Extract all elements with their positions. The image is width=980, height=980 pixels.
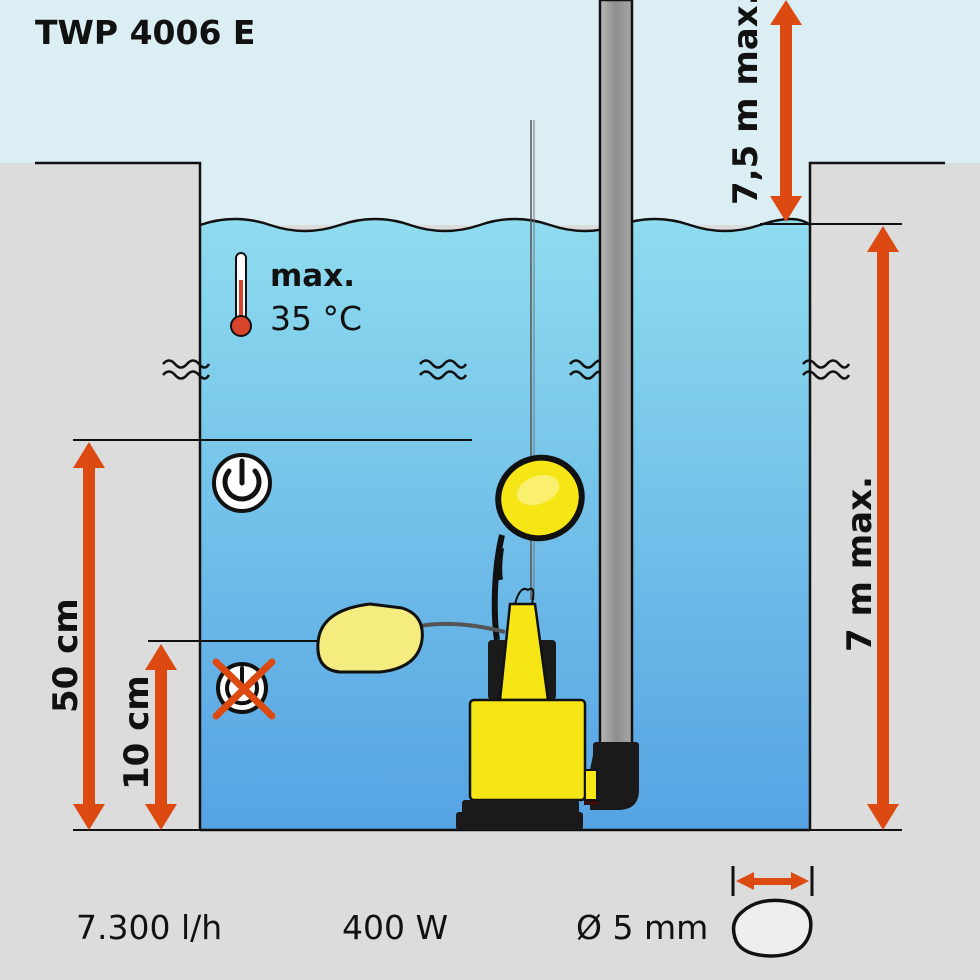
power-label: 400 W	[342, 908, 449, 947]
product-title: TWP 4006 E	[35, 13, 256, 52]
discharge-height-label: 7,5 m max.	[726, 0, 766, 205]
arrow-switch-off-level	[145, 644, 177, 830]
ground-bottom	[0, 830, 980, 980]
break-symbols	[162, 359, 851, 380]
arrow-switch-on-level	[73, 442, 105, 830]
flow-rate-label: 7.300 l/h	[76, 908, 223, 947]
pump-lower-body	[468, 698, 587, 802]
pump	[456, 534, 598, 830]
pebble-icon	[731, 866, 814, 958]
shaft-air	[200, 163, 810, 225]
immersion-depth-label: 7 m max.	[840, 476, 880, 652]
sky-background	[0, 0, 980, 163]
discharge-pipe	[598, 0, 634, 747]
switch-off-level-label: 10 cm	[117, 675, 157, 790]
thermometer-icon	[230, 252, 252, 337]
switch-on-level-label: 50 cm	[46, 598, 86, 713]
temperature-label-line1: max.	[270, 258, 355, 294]
pump-outlet	[584, 769, 598, 801]
pump-handle	[514, 587, 535, 605]
temperature-label-line2: 35 °C	[270, 299, 363, 338]
upper-float-switch	[495, 454, 585, 581]
shaft-wall-left	[35, 161, 202, 830]
power-off-icon	[212, 658, 276, 720]
pump-foot	[456, 812, 583, 830]
shaft-wall-right	[808, 161, 945, 830]
particle-size-label: Ø 5 mm	[576, 908, 709, 947]
arrow-immersion-depth	[867, 226, 899, 830]
water-surface-line	[199, 217, 811, 233]
pipe-elbow	[590, 755, 639, 810]
power-icon	[212, 453, 272, 513]
lower-float-switch	[316, 602, 506, 674]
arrow-discharge-height	[770, 0, 802, 222]
